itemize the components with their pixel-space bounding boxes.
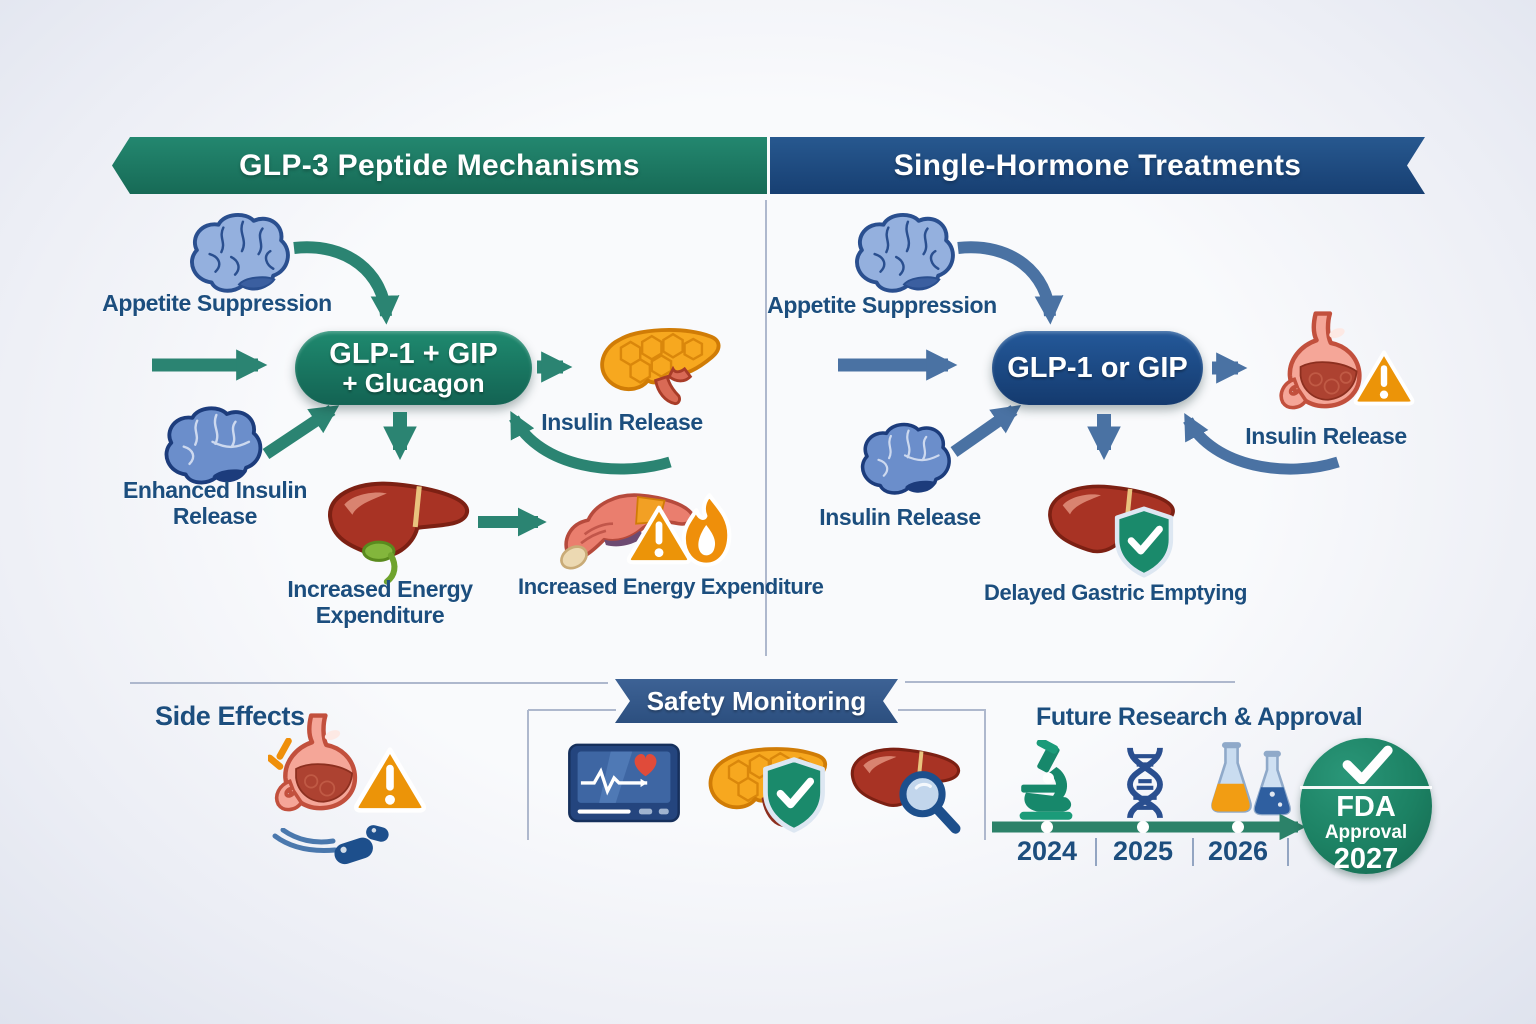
right-panel-title: Single-Hormone Treatments — [893, 148, 1302, 182]
safety-monitoring-banner: Safety Monitoring — [615, 679, 898, 723]
timeline-year-2025: 2025 — [1112, 836, 1174, 866]
arrow-appetite-to-pill-right — [957, 241, 1064, 325]
arrow-pill-to-pancreas — [537, 351, 573, 383]
warning-icon — [626, 505, 692, 565]
arrow-pill-to-stomach — [1212, 352, 1248, 384]
brain-icon — [855, 213, 955, 293]
warning-icon — [1353, 350, 1415, 406]
pancreas-icon — [600, 328, 721, 406]
side-effects-title: Side Effects — [155, 701, 305, 731]
heart-monitor-icon — [568, 743, 680, 823]
glp1-or-gip-pill: GLP-1 or GIP — [992, 331, 1203, 405]
fda-year-label: 2027 — [1333, 842, 1399, 875]
arrow-insulinbrain-to-pill — [950, 405, 1022, 457]
energy-expenditure-label-liver: Increased Energy Expenditure — [287, 576, 473, 628]
insulin-release-label-brain-right: Insulin Release — [819, 504, 981, 530]
fda-approval-label: Approval — [1324, 821, 1408, 843]
badge-divider — [1300, 786, 1432, 790]
pill-line2: + Glucagon — [342, 367, 485, 398]
arrow-appetite-to-pill-left — [293, 241, 400, 325]
arrow-left-into-pill-right — [838, 349, 958, 381]
divider-line — [905, 681, 1235, 683]
divider-line — [528, 709, 616, 711]
energy-expenditure-label-muscle: Increased Energy Expenditure — [518, 574, 824, 599]
timeline-tick — [1095, 838, 1097, 866]
divider-line — [130, 682, 608, 684]
pill-label: GLP-1 or GIP — [1007, 351, 1188, 384]
shield-check-icon — [763, 757, 825, 833]
flasks-icon — [1211, 742, 1291, 816]
shield-check-icon — [1114, 506, 1174, 578]
timeline-tick — [1192, 838, 1194, 866]
timeline-arrow — [992, 813, 1306, 841]
delayed-gastric-label: Delayed Gastric Emptying — [984, 580, 1248, 605]
arrow-left-into-pill-left — [152, 349, 268, 381]
timeline-tick — [1287, 838, 1289, 866]
warning-icon — [353, 747, 427, 813]
liver-icon — [328, 481, 469, 585]
arrow-insulin-to-pill-left — [509, 410, 672, 475]
appetite-suppression-label-left: Appetite Suppression — [102, 290, 332, 316]
arrow-pill-to-delayed — [1087, 414, 1121, 461]
timeline-year-2026: 2026 — [1207, 836, 1269, 866]
arrow-pill-to-liver — [383, 412, 417, 461]
dna-icon — [1127, 747, 1163, 819]
timeline-year-2024: 2024 — [1016, 836, 1078, 866]
brain-icon — [860, 422, 951, 495]
magnifier-icon — [899, 771, 961, 834]
enhanced-insulin-label: Enhanced Insulin Release — [122, 477, 307, 529]
left-panel-title: GLP-3 Peptide Mechanisms — [239, 148, 640, 182]
stomach-icon — [1279, 311, 1362, 410]
pill-line1: GLP-1 + GIP — [329, 338, 498, 371]
microscope-icon — [1019, 740, 1073, 820]
right-panel-title-banner: Single-Hormone Treatments — [770, 137, 1425, 194]
spark-lines-icon — [268, 738, 292, 770]
left-panel-title-banner: GLP-3 Peptide Mechanisms — [112, 137, 767, 194]
insulin-release-label-stomach-right: Insulin Release — [1245, 423, 1407, 449]
brain-icon — [190, 213, 290, 293]
divider-line — [984, 710, 986, 840]
motion-lines-icon — [272, 828, 338, 853]
check-icon — [1342, 745, 1393, 785]
insulin-release-label-left: Insulin Release — [541, 409, 703, 435]
appetite-suppression-label-right: Appetite Suppression — [767, 292, 997, 318]
glp1-gip-glucagon-pill: GLP-1 + GIP + Glucagon — [295, 331, 532, 405]
fda-approval-badge: FDA Approval 2027 — [1300, 738, 1432, 874]
stomach-icon — [274, 713, 357, 812]
arrow-liver-to-muscle — [478, 507, 547, 537]
fda-label: FDA — [1336, 791, 1396, 824]
pill-capsules-icon — [334, 825, 389, 865]
flame-icon — [681, 493, 732, 567]
arrow-enhanced-to-pill — [262, 405, 340, 459]
safety-monitoring-title: Safety Monitoring — [646, 685, 867, 716]
divider-line — [527, 710, 529, 840]
brain-icon — [164, 406, 263, 485]
future-research-title: Future Research & Approval — [1036, 703, 1363, 731]
arrow-insulin-to-pill-right — [1183, 413, 1340, 475]
divider-line — [898, 709, 986, 711]
panel-divider — [765, 200, 767, 656]
